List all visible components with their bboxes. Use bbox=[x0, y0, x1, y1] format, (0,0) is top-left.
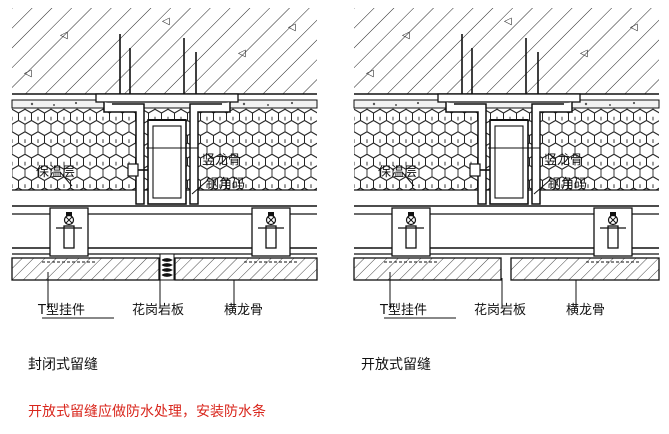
label-granite: 花岗岩板 bbox=[474, 302, 526, 318]
caption-open-joint: 开放式留缝 bbox=[361, 357, 431, 373]
label-vertical-keel: 竖龙骨 bbox=[202, 153, 241, 168]
label-t-hanger: T型挂件 bbox=[37, 303, 85, 318]
diagram-open-joint: 保温层 竖龙骨 钢角码 T型挂件 花岗岩板 横龙骨 bbox=[353, 7, 660, 319]
label-steel-angle: 钢角码 bbox=[206, 177, 245, 192]
label-horizontal-keel: 横龙骨 bbox=[224, 303, 263, 318]
waterproof-note: 开放式留缝应做防水处理，安装防水条 bbox=[28, 404, 266, 420]
label-insulation: 保温层 bbox=[378, 165, 417, 180]
label-t-hanger: T型挂件 bbox=[379, 303, 427, 318]
label-steel-angle: 钢角码 bbox=[548, 177, 587, 192]
diagram-closed-joint: 保温层 竖龙骨 钢角码 T型挂件 花岗岩板 横龙骨 bbox=[11, 7, 318, 319]
label-horizontal-keel: 横龙骨 bbox=[566, 303, 605, 318]
caption-closed-joint: 封闭式留缝 bbox=[28, 357, 98, 373]
label-vertical-keel: 竖龙骨 bbox=[544, 153, 583, 168]
label-insulation: 保温层 bbox=[36, 165, 75, 180]
label-granite: 花岗岩板 bbox=[132, 302, 184, 318]
